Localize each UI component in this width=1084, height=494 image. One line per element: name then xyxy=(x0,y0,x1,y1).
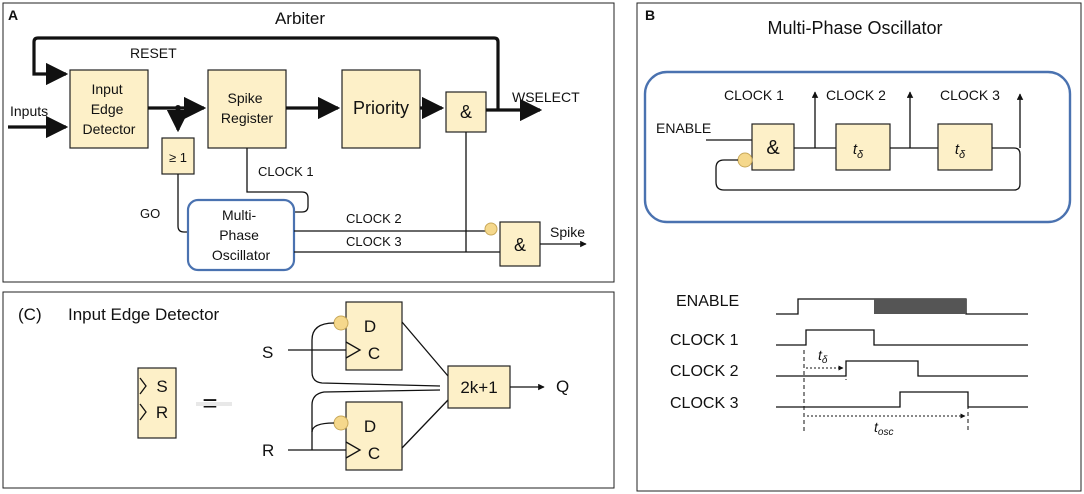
top-q-wire xyxy=(401,321,449,377)
r-clock-triangle xyxy=(139,403,147,421)
go-wire xyxy=(177,174,190,233)
bottom-q-wire xyxy=(401,399,449,449)
reset-wire xyxy=(32,36,500,110)
bottom-d-feedback xyxy=(311,422,335,433)
s-input-label: S xyxy=(262,343,273,362)
spike-register-box xyxy=(207,69,287,149)
panel-b-frame xyxy=(636,2,1082,492)
delay-box-2 xyxy=(937,123,993,171)
r-to-vote-wire xyxy=(311,389,441,450)
inputs-label: Inputs xyxy=(10,103,48,119)
panel-a-frame xyxy=(2,2,615,283)
oscillator-title: Multi-Phase Oscillator xyxy=(767,18,942,38)
symbol-r-label: R xyxy=(156,403,168,422)
panel-b: B Multi-Phase Oscillator CLOCK 1 CLOCK 2… xyxy=(636,2,1082,492)
clock2-label: CLOCK 2 xyxy=(346,211,402,226)
input-edge-detector-title: Input Edge Detector xyxy=(68,305,220,324)
symbol-s-label: S xyxy=(156,377,167,396)
b-inverter-bubble xyxy=(737,152,753,168)
reset-label: RESET xyxy=(130,45,177,61)
clock-triangle-top xyxy=(345,341,362,359)
delay-2-label: tδ xyxy=(955,141,966,161)
b-and-gate-label: & xyxy=(766,137,780,159)
panel-a: A Arbiter RESET Inputs Input Edge Detect… xyxy=(2,2,615,283)
input-edge-detector-label: Input Edge Detector xyxy=(83,81,136,137)
inverter-bubble-bottom xyxy=(333,415,349,431)
s-to-vote-wire xyxy=(311,350,441,387)
wselect-label: WSELECT xyxy=(512,89,580,105)
panel-c: (C) Input Edge Detector S R = S R D C D … xyxy=(2,291,615,489)
r-input-label: R xyxy=(262,441,274,460)
tosc-label: tosc xyxy=(874,419,893,438)
and-gate-wselect-label: & xyxy=(460,102,472,122)
junction-dot xyxy=(175,105,181,111)
d-top-label: D xyxy=(364,317,376,336)
input-edge-detector-box xyxy=(69,69,149,149)
clock-triangle-bottom xyxy=(345,441,362,459)
equals-shadow xyxy=(196,402,232,406)
timing-clock2-label: CLOCK 2 xyxy=(670,363,739,380)
majority-vote-label: 2k+1 xyxy=(460,378,497,397)
panel-c-frame xyxy=(2,291,615,489)
priority-box xyxy=(341,69,421,149)
clock1-waveform xyxy=(776,329,1028,346)
and-gate-wselect xyxy=(445,91,487,133)
and-gate-spike-label: & xyxy=(514,235,526,255)
priority-label: Priority xyxy=(353,98,409,118)
td-label: tδ xyxy=(818,347,828,366)
timing-clock3-label: CLOCK 3 xyxy=(670,395,739,412)
panel-b-letter: B xyxy=(645,7,655,23)
b-enable-label: ENABLE xyxy=(656,120,711,136)
d-flipflop-bottom xyxy=(345,401,403,471)
or-gate xyxy=(161,137,195,175)
timing-clock1-label: CLOCK 1 xyxy=(670,332,739,349)
d-flipflop-top xyxy=(345,301,403,371)
oscillator-frame xyxy=(643,70,1072,224)
go-label: GO xyxy=(140,206,160,221)
c-bottom-label: C xyxy=(368,444,380,463)
b-clock2-label: CLOCK 2 xyxy=(826,87,886,103)
multi-phase-oscillator-box xyxy=(186,198,296,272)
arbiter-title: Arbiter xyxy=(275,9,325,28)
clock2-waveform xyxy=(776,360,1028,377)
edge-detector-symbol xyxy=(137,367,177,439)
delay-box-1 xyxy=(835,123,891,171)
inverter-bubble-top xyxy=(333,315,349,331)
multi-phase-oscillator-label: Multi- Phase Oscillator xyxy=(212,207,271,263)
clock1-label: CLOCK 1 xyxy=(258,164,314,179)
delay-1-label: tδ xyxy=(853,141,864,161)
d-bottom-label: D xyxy=(364,417,376,436)
enable-active-bar xyxy=(874,299,966,314)
b-clock3-label: CLOCK 3 xyxy=(940,87,1000,103)
timing-enable-label: ENABLE xyxy=(676,293,739,310)
clock1-wire xyxy=(246,148,309,213)
clock3-label: CLOCK 3 xyxy=(346,234,402,249)
majority-vote-box xyxy=(447,365,511,409)
c-top-label: C xyxy=(368,344,380,363)
inverter-bubble xyxy=(484,222,498,236)
panel-c-letter: (C) xyxy=(18,305,42,324)
b-and-gate xyxy=(751,123,795,171)
spike-label: Spike xyxy=(550,224,585,240)
s-clock-triangle xyxy=(139,377,147,395)
top-d-feedback xyxy=(311,322,335,350)
panel-a-letter: A xyxy=(8,7,18,23)
clock3-waveform xyxy=(776,391,1028,408)
spike-register-label: Spike Register xyxy=(221,90,273,126)
q-output-label: Q xyxy=(556,377,569,396)
feedback-wire xyxy=(715,147,1021,191)
or-gate-label: ≥ 1 xyxy=(169,150,187,165)
b-clock1-label: CLOCK 1 xyxy=(724,87,784,103)
